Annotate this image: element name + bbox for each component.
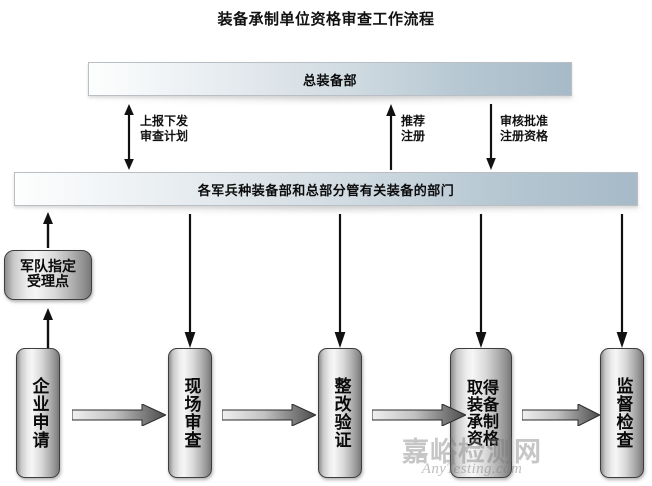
node-supervision-inspection-label: 监督检查 xyxy=(612,377,633,449)
node-supervision-inspection: 监督检查 xyxy=(600,348,644,478)
org-bar-top-label: 总装备部 xyxy=(302,73,357,89)
arrow-report-plan xyxy=(122,104,136,170)
arrow-label-approve-qualification: 审核批准 注册资格 xyxy=(500,114,548,145)
flow-arrow-onsite-to-rectify xyxy=(222,404,316,426)
node-military-acceptance-point-label: 军队指定 受理点 xyxy=(20,260,76,289)
arrow-label-recommend-line1: 推荐 xyxy=(401,114,426,128)
node-enterprise-application-label: 企业申请 xyxy=(28,377,49,449)
org-bar-service-armament-departments: 各军兵种装备部和总部分管有关装备的部门 xyxy=(14,172,638,206)
node-rectification-verification: 整改验证 xyxy=(318,348,362,478)
arrow-departments-to-qualified xyxy=(474,214,488,348)
node-military-acceptance-point: 军队指定 受理点 xyxy=(4,250,92,300)
top-bar-shadow xyxy=(92,96,576,102)
flow-arrow-rectify-to-qualified xyxy=(372,404,466,426)
org-bar-second-label: 各军兵种装备部和总部分管有关装备的部门 xyxy=(197,183,455,199)
arrow-departments-to-rectify xyxy=(333,214,347,348)
acceptance-label-line1: 军队指定 xyxy=(20,259,76,276)
arrow-label-approve-line2: 注册资格 xyxy=(500,129,549,144)
arrow-label-report-plan: 上报下发 审查计划 xyxy=(140,114,188,145)
second-bar-shadow xyxy=(18,206,642,212)
node-obtain-qualification-col1: 取装承资 xyxy=(464,379,483,447)
arrow-departments-to-onsite xyxy=(183,214,197,348)
org-bar-general-armament: 总装备部 xyxy=(88,62,572,96)
arrow-recommend-register xyxy=(384,104,398,170)
arrow-label-approve-line1: 审核批准 xyxy=(500,114,549,128)
node-obtain-contractor-qualification: 取装承资 得备制格 xyxy=(450,348,512,478)
node-onsite-review-label: 现场审查 xyxy=(180,377,201,449)
node-obtain-qualification-col2: 得备制格 xyxy=(480,379,499,447)
node-rectification-verification-label: 整改验证 xyxy=(330,377,351,449)
arrow-departments-to-supervise xyxy=(615,214,629,348)
node-enterprise-application: 企业申请 xyxy=(16,348,60,478)
flow-arrow-apply-to-onsite xyxy=(72,404,166,426)
node-onsite-review: 现场审查 xyxy=(168,348,212,478)
page-title: 装备承制单位资格审查工作流程 xyxy=(217,10,435,28)
arrow-acceptance-to-departments xyxy=(41,212,55,248)
arrow-approve-qualification xyxy=(484,104,498,170)
arrow-label-report-plan-line1: 上报下发 xyxy=(140,114,189,128)
arrow-label-recommend-register: 推荐 注册 xyxy=(401,114,425,145)
arrow-apply-to-acceptance xyxy=(41,308,55,348)
arrow-label-report-plan-line2: 审查计划 xyxy=(140,129,189,144)
arrow-label-recommend-line2: 注册 xyxy=(401,129,426,144)
acceptance-label-line2: 受理点 xyxy=(27,274,69,290)
flow-arrow-qualified-to-supervise xyxy=(522,404,600,426)
